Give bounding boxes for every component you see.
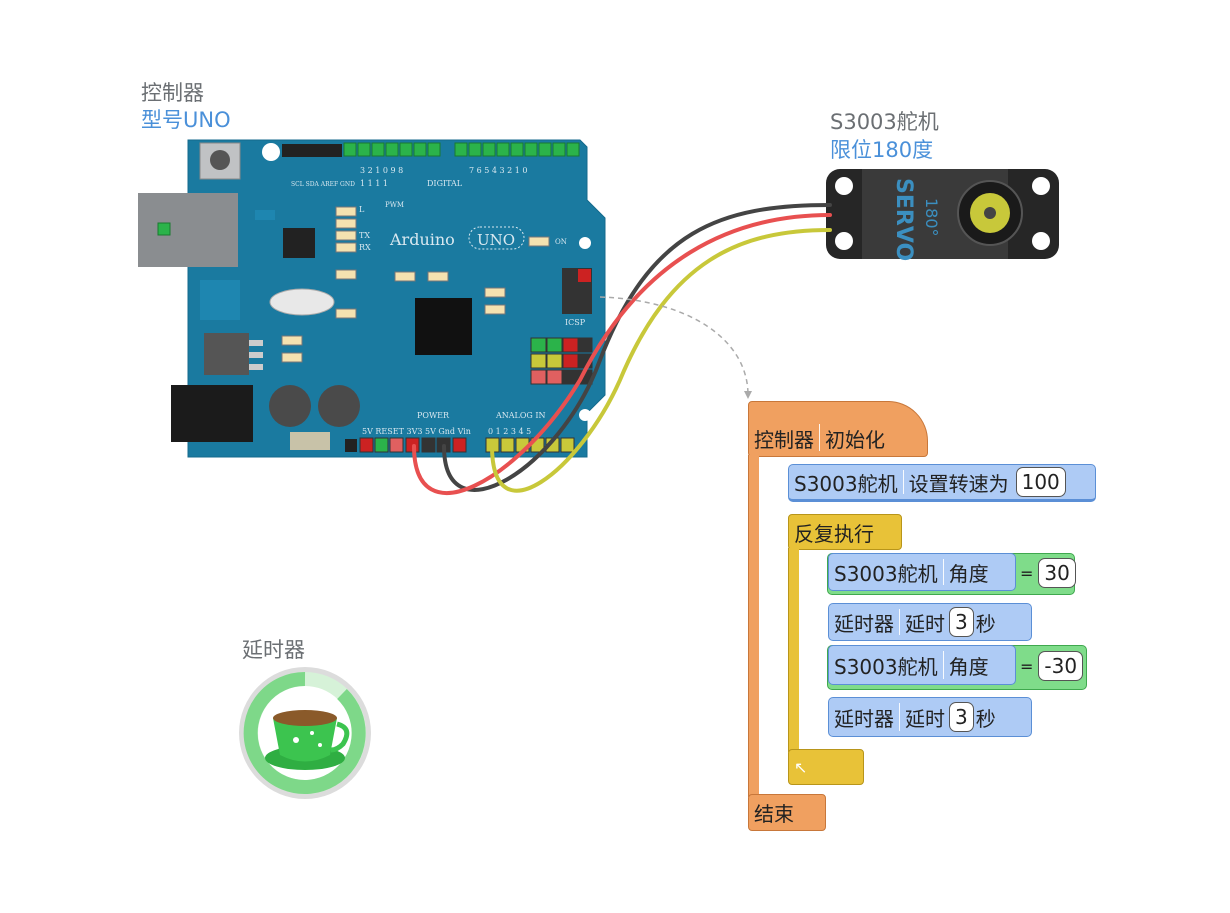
servo-face-label: SERVO	[891, 178, 916, 261]
loop-return-icon: ↖	[794, 757, 808, 777]
separator	[819, 424, 820, 451]
speed-value-input[interactable]: 100	[1015, 467, 1066, 497]
angle-1-action: 角度	[948, 561, 989, 586]
servo-limit: 限位180度	[830, 138, 934, 162]
setup-action: 初始化	[825, 427, 885, 452]
board-rx: RX	[359, 243, 371, 252]
angle-1-target: S3003舵机	[834, 561, 938, 586]
wire-black	[442, 203, 832, 492]
wire-red	[412, 213, 832, 495]
board-digital-right: 7 6 5 4 3 2 1 0	[469, 166, 528, 175]
angle-2-target: S3003舵机	[834, 654, 938, 679]
board-brand: Arduino	[389, 230, 455, 249]
board-power-pins: 5V RESET 3V3 5V Gnd Vin	[362, 427, 471, 436]
board-digital-top: 3 2 1 0 9 8	[360, 166, 403, 175]
timer-title: 延时器	[242, 638, 305, 662]
angle-1-op-group: = 30	[1017, 557, 1078, 589]
delay-2-value-input[interactable]: 3	[949, 702, 974, 732]
usb-port	[138, 193, 238, 267]
delay-1-unit: 秒	[975, 611, 996, 636]
loop-block[interactable]: 反复执行	[788, 514, 902, 550]
loop-spine	[788, 548, 799, 752]
angle-2-op: =	[1020, 656, 1034, 676]
setup-block-spine	[748, 455, 759, 797]
angle-1-value-input[interactable]: 30	[1038, 558, 1076, 588]
wire-yellow	[490, 228, 832, 493]
board-power: POWER	[417, 411, 450, 420]
end-block[interactable]: 结束	[748, 794, 826, 831]
set-speed-block[interactable]: S3003舵机 设置转速为 100	[788, 464, 1096, 502]
delay-2-unit: 秒	[975, 706, 996, 731]
setup-target: 控制器	[754, 427, 814, 452]
separator	[902, 470, 904, 494]
servo-motor[interactable]: SERVO 180°	[826, 169, 1059, 261]
separator	[899, 703, 900, 731]
flow-connector	[599, 296, 749, 396]
mcu-chip	[415, 298, 472, 355]
servo-title: S3003舵机	[830, 110, 939, 134]
set-speed-target: S3003舵机	[794, 471, 898, 496]
angle-2-value-input[interactable]: -30	[1038, 651, 1084, 681]
delay-2-action: 延时	[905, 706, 945, 731]
board-pwm: PWM	[385, 201, 404, 209]
angle-2-op-group: = -30	[1017, 650, 1085, 682]
separator	[899, 609, 900, 635]
delay-1-action: 延时	[905, 611, 945, 636]
separator	[942, 651, 944, 679]
end-label: 结束	[754, 802, 794, 826]
setup-block[interactable]: 控制器 初始化	[748, 401, 928, 457]
board-analog: ANALOG IN	[495, 411, 546, 420]
timer-icon[interactable]	[239, 667, 371, 799]
board-icsp: ICSP	[565, 318, 586, 327]
board-digital: DIGITAL	[427, 179, 463, 188]
angle-2-action: 角度	[948, 654, 989, 679]
delay-1-target: 延时器	[834, 611, 894, 636]
board-l: L	[359, 205, 365, 214]
loop-label: 反复执行	[794, 521, 874, 546]
controller-model: 型号UNO	[141, 108, 231, 132]
controller-title: 控制器	[141, 81, 204, 105]
arduino-board[interactable]: Arduino UNO ON DIGITAL POWER ANALOG IN I…	[138, 139, 606, 458]
power-jack	[171, 385, 253, 442]
board-analog-pins: 0 1 2 3 4 5	[488, 427, 531, 436]
wires	[412, 203, 832, 495]
board-pins-left: SCL SDA AREF GND	[291, 181, 355, 188]
board-on: ON	[555, 238, 567, 246]
loop-end-block[interactable]: ↖	[788, 749, 864, 785]
delay-1-value-input[interactable]: 3	[949, 607, 974, 637]
angle-1-op: =	[1020, 563, 1034, 583]
separator	[942, 559, 944, 585]
angle-2-sensor[interactable]: S3003舵机 角度	[828, 645, 1016, 685]
board-uno: UNO	[477, 231, 515, 249]
delay-block-2[interactable]: 延时器 延时 3 秒	[828, 697, 1032, 737]
board-tx: TX	[359, 231, 370, 240]
delay-2-target: 延时器	[834, 706, 894, 731]
set-speed-action: 设置转速为	[908, 471, 1009, 496]
angle-1-sensor[interactable]: S3003舵机 角度	[828, 553, 1016, 591]
delay-block-1[interactable]: 延时器 延时 3 秒	[828, 603, 1032, 641]
servo-angle-label: 180°	[922, 198, 941, 237]
board-digital-top2: 1 1 1 1	[360, 179, 388, 188]
